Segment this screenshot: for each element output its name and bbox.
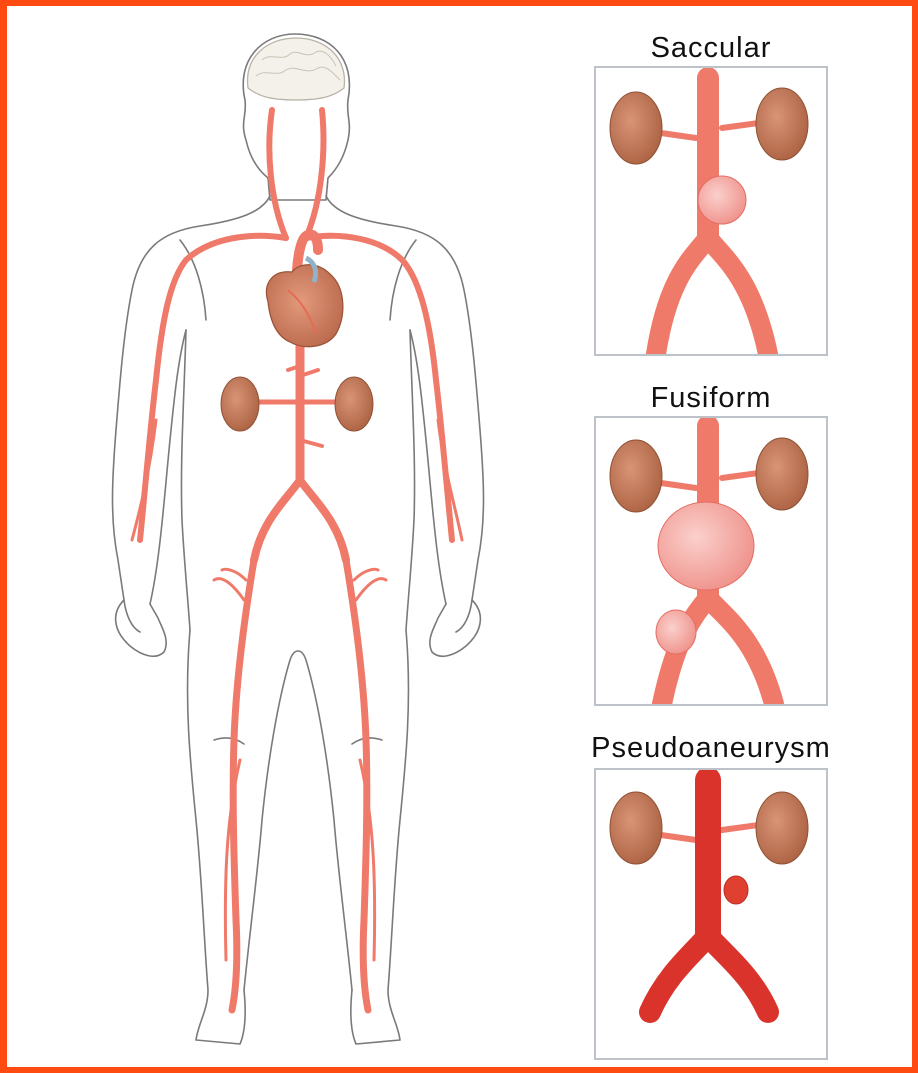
- saccular-panel: [594, 66, 828, 356]
- left-kidney: [610, 792, 662, 864]
- fusiform-iliac-aneurysm: [656, 610, 696, 654]
- right-kidney: [335, 377, 373, 431]
- right-kidney: [756, 792, 808, 864]
- right-kidney: [756, 88, 808, 160]
- left-kidney: [610, 92, 662, 164]
- pseudoaneurysm-bulge: [724, 876, 748, 904]
- left-kidney: [610, 440, 662, 512]
- saccular-illustration: [596, 68, 826, 354]
- fusiform-illustration: [596, 418, 826, 704]
- pseudoaneurysm-illustration: [596, 770, 826, 1058]
- saccular-title: Saccular: [594, 32, 828, 65]
- pseudoaneurysm-panel: [594, 768, 828, 1060]
- heart: [266, 265, 342, 347]
- body-outline: [113, 34, 484, 1044]
- right-kidney: [756, 438, 808, 510]
- saccular-aneurysm: [698, 176, 746, 224]
- left-kidney: [221, 377, 259, 431]
- pseudoaneurysm-title: Pseudoaneurysm: [566, 732, 856, 765]
- fusiform-title: Fusiform: [594, 382, 828, 415]
- fusiform-aneurysm: [658, 502, 754, 590]
- fusiform-panel: [594, 416, 828, 706]
